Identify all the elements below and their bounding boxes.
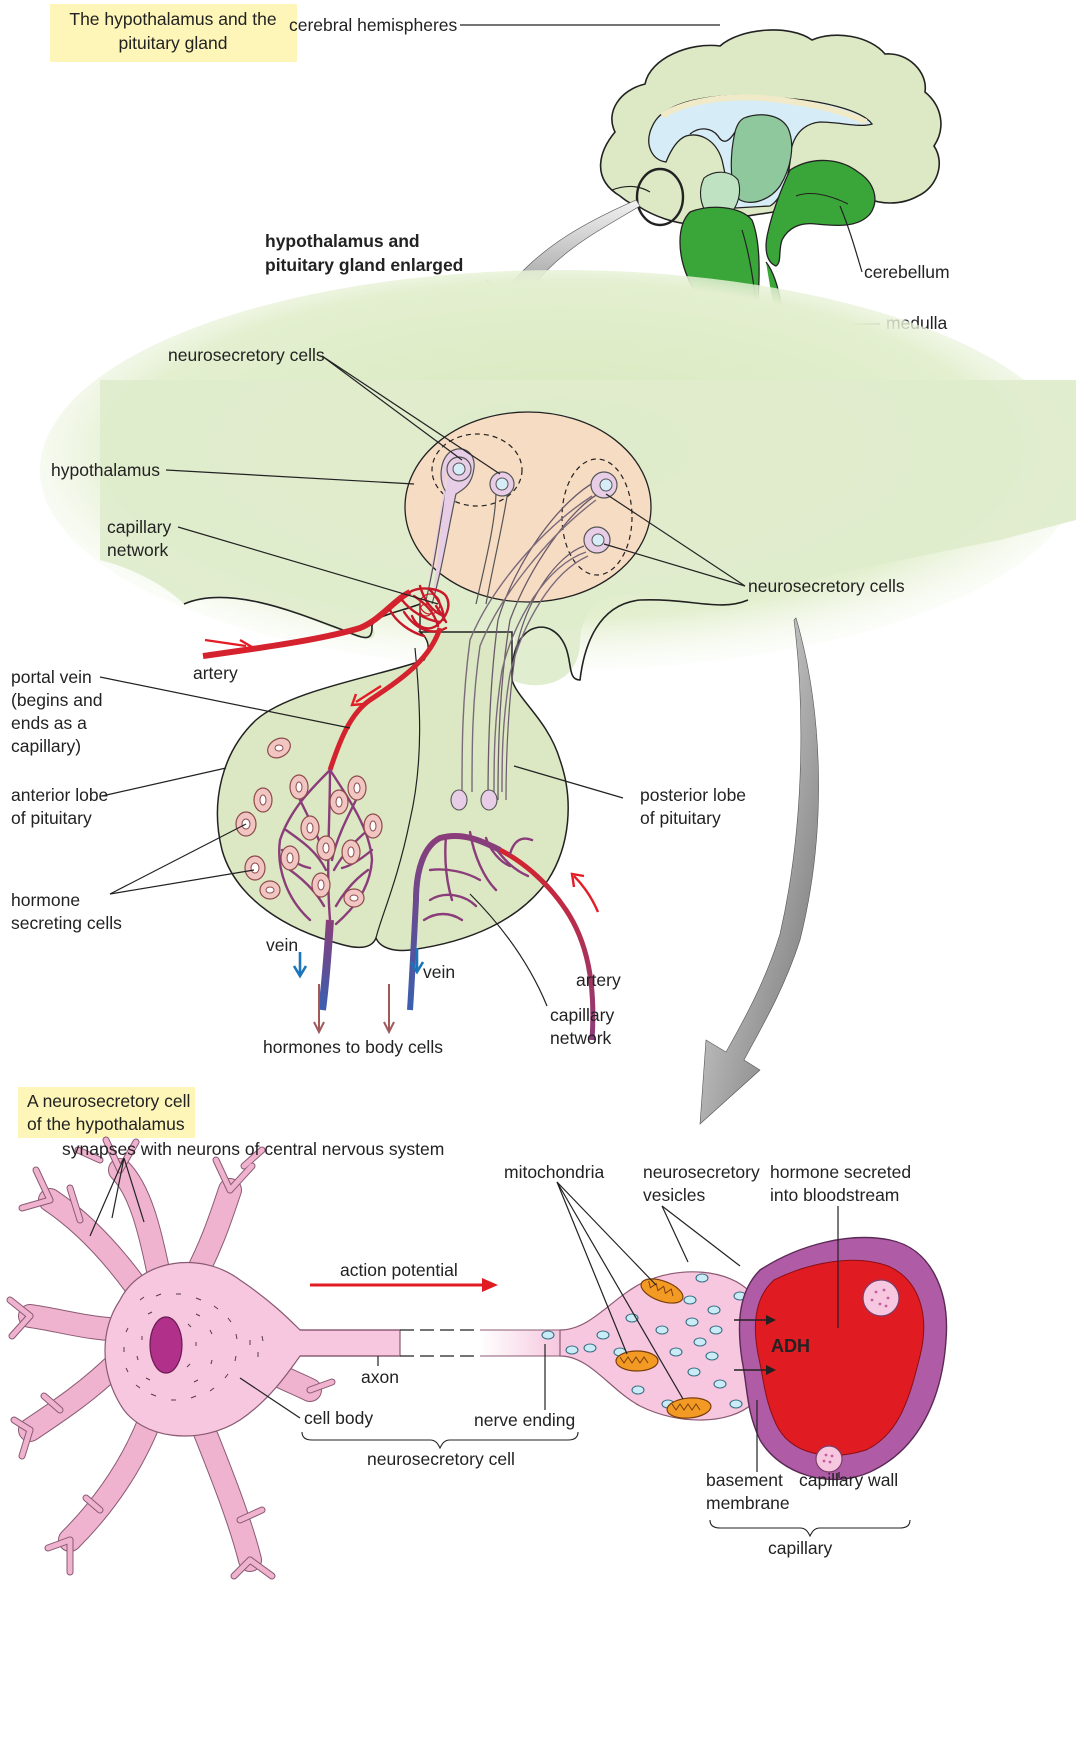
label-posterior-lobe-2: of pituitary xyxy=(640,808,721,828)
enlarge-arrow-bottom xyxy=(700,618,819,1124)
label-neurosecretory-cell: neurosecretory cell xyxy=(367,1449,515,1469)
label-hormone-secreting-2: secreting cells xyxy=(11,913,122,933)
label-capillary: capillary xyxy=(768,1538,832,1558)
endothelial-nucleus-bottom xyxy=(816,1446,842,1472)
label-capillary-network-top-2: network xyxy=(107,540,169,560)
label-capillary-wall: capillary wall xyxy=(799,1470,898,1490)
label-hormones-to-body-cells: hormones to body cells xyxy=(263,1037,443,1057)
label-hormone-secreted-1: hormone secreted xyxy=(770,1162,911,1182)
label-action-potential: action potential xyxy=(340,1260,458,1280)
label-portal-vein-3: ends as a xyxy=(11,713,87,733)
label-portal-vein-2: (begins and xyxy=(11,690,102,710)
capillary-cross-section: ADH xyxy=(739,1238,946,1480)
top-title-line1: The hypothalamus and the xyxy=(69,9,276,29)
label-mitochondria: mitochondria xyxy=(504,1162,604,1182)
action-potential-arrow xyxy=(310,1278,498,1292)
label-hormone-secreting-1: hormone xyxy=(11,890,80,910)
label-neurosecretory-cells-right: neurosecretory cells xyxy=(748,576,905,596)
label-cell-body: cell body xyxy=(304,1408,373,1428)
label-cerebellum: cerebellum xyxy=(864,262,950,282)
bottom-title-line2: of the hypothalamus xyxy=(27,1114,185,1134)
label-artery-left: artery xyxy=(193,663,238,683)
label-vein-left: vein xyxy=(266,935,298,955)
label-capillary-network-bottom-2: network xyxy=(550,1028,612,1048)
label-neurosecretory-vesicles-1: neurosecretory xyxy=(643,1162,760,1182)
adh-label: ADH xyxy=(771,1336,810,1356)
label-artery-right: artery xyxy=(576,970,621,990)
label-vein-right: vein xyxy=(423,962,455,982)
bottom-title-line1: A neurosecretory cell xyxy=(27,1091,190,1111)
enlarged-title-line2: pituitary gland enlarged xyxy=(265,255,463,275)
label-capillary-network-top-1: capillary xyxy=(107,517,171,537)
enlarged-title-line1: hypothalamus and xyxy=(265,231,420,251)
neuron-nucleus xyxy=(150,1317,182,1373)
label-basement-membrane-1: basement xyxy=(706,1470,783,1490)
label-hormone-secreted-2: into bloodstream xyxy=(770,1185,899,1205)
label-axon: axon xyxy=(361,1367,399,1387)
label-neurosecretory-vesicles-2: vesicles xyxy=(643,1185,705,1205)
label-posterior-lobe-1: posterior lobe xyxy=(640,785,746,805)
label-neurosecretory-cells-top: neurosecretory cells xyxy=(168,345,325,365)
label-anterior-lobe-1: anterior lobe xyxy=(11,785,108,805)
label-portal-vein-1: portal vein xyxy=(11,667,92,687)
label-basement-membrane-2: membrane xyxy=(706,1493,790,1513)
label-capillary-network-bottom-1: capillary xyxy=(550,1005,614,1025)
endothelial-nucleus-top xyxy=(863,1280,899,1316)
label-portal-vein-4: capillary) xyxy=(11,736,81,756)
top-title-line2: pituitary gland xyxy=(119,33,228,53)
top-title-box: The hypothalamus and the pituitary gland xyxy=(50,4,297,62)
label-nerve-ending: nerve ending xyxy=(474,1410,575,1430)
bottom-title-box: A neurosecretory cell of the hypothalamu… xyxy=(18,1087,195,1138)
label-synapses: synapses with neurons of central nervous… xyxy=(62,1139,444,1159)
label-cerebral-hemispheres: cerebral hemispheres xyxy=(289,15,458,35)
label-hypothalamus: hypothalamus xyxy=(51,460,160,480)
pituitary-enlarged xyxy=(40,270,1076,951)
label-anterior-lobe-2: of pituitary xyxy=(11,808,92,828)
